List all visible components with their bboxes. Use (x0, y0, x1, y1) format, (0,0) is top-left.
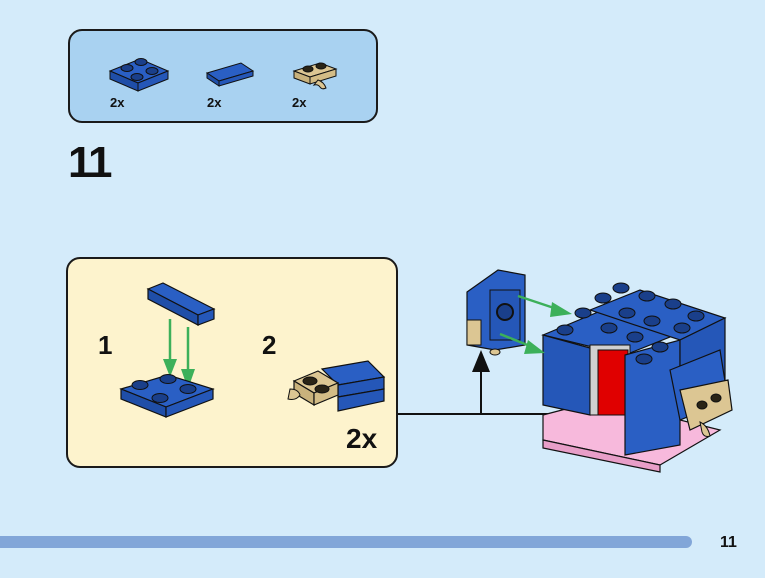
quantity-label: 2x (292, 95, 307, 110)
quantity-label: 2x (110, 95, 125, 110)
substep-label: 1 (98, 330, 113, 360)
blue-1x2-tile-icon (205, 62, 255, 87)
footer-bar (0, 536, 692, 548)
green-arrow-icon (181, 327, 195, 389)
parts-list-callout: 2x 2x 2x (68, 29, 378, 123)
step-number: 11 (68, 138, 112, 187)
placement-arrow-icon (472, 350, 490, 414)
page-number: 11 (720, 534, 737, 551)
substep-1-illustration (119, 282, 216, 418)
substep-2-illustration (287, 360, 386, 412)
substep-label: 2 (262, 330, 277, 360)
tan-clip-plate-icon (292, 62, 338, 90)
green-arrow-icon (499, 332, 545, 354)
blue-2x2-plate-icon (108, 58, 170, 92)
green-arrow-icon (517, 294, 572, 317)
multiplier-label: 2x (346, 423, 378, 454)
sub-assembly-callout: 1 2 2x (66, 257, 398, 468)
green-arrow-icon (163, 319, 177, 377)
quantity-label: 2x (207, 95, 222, 110)
